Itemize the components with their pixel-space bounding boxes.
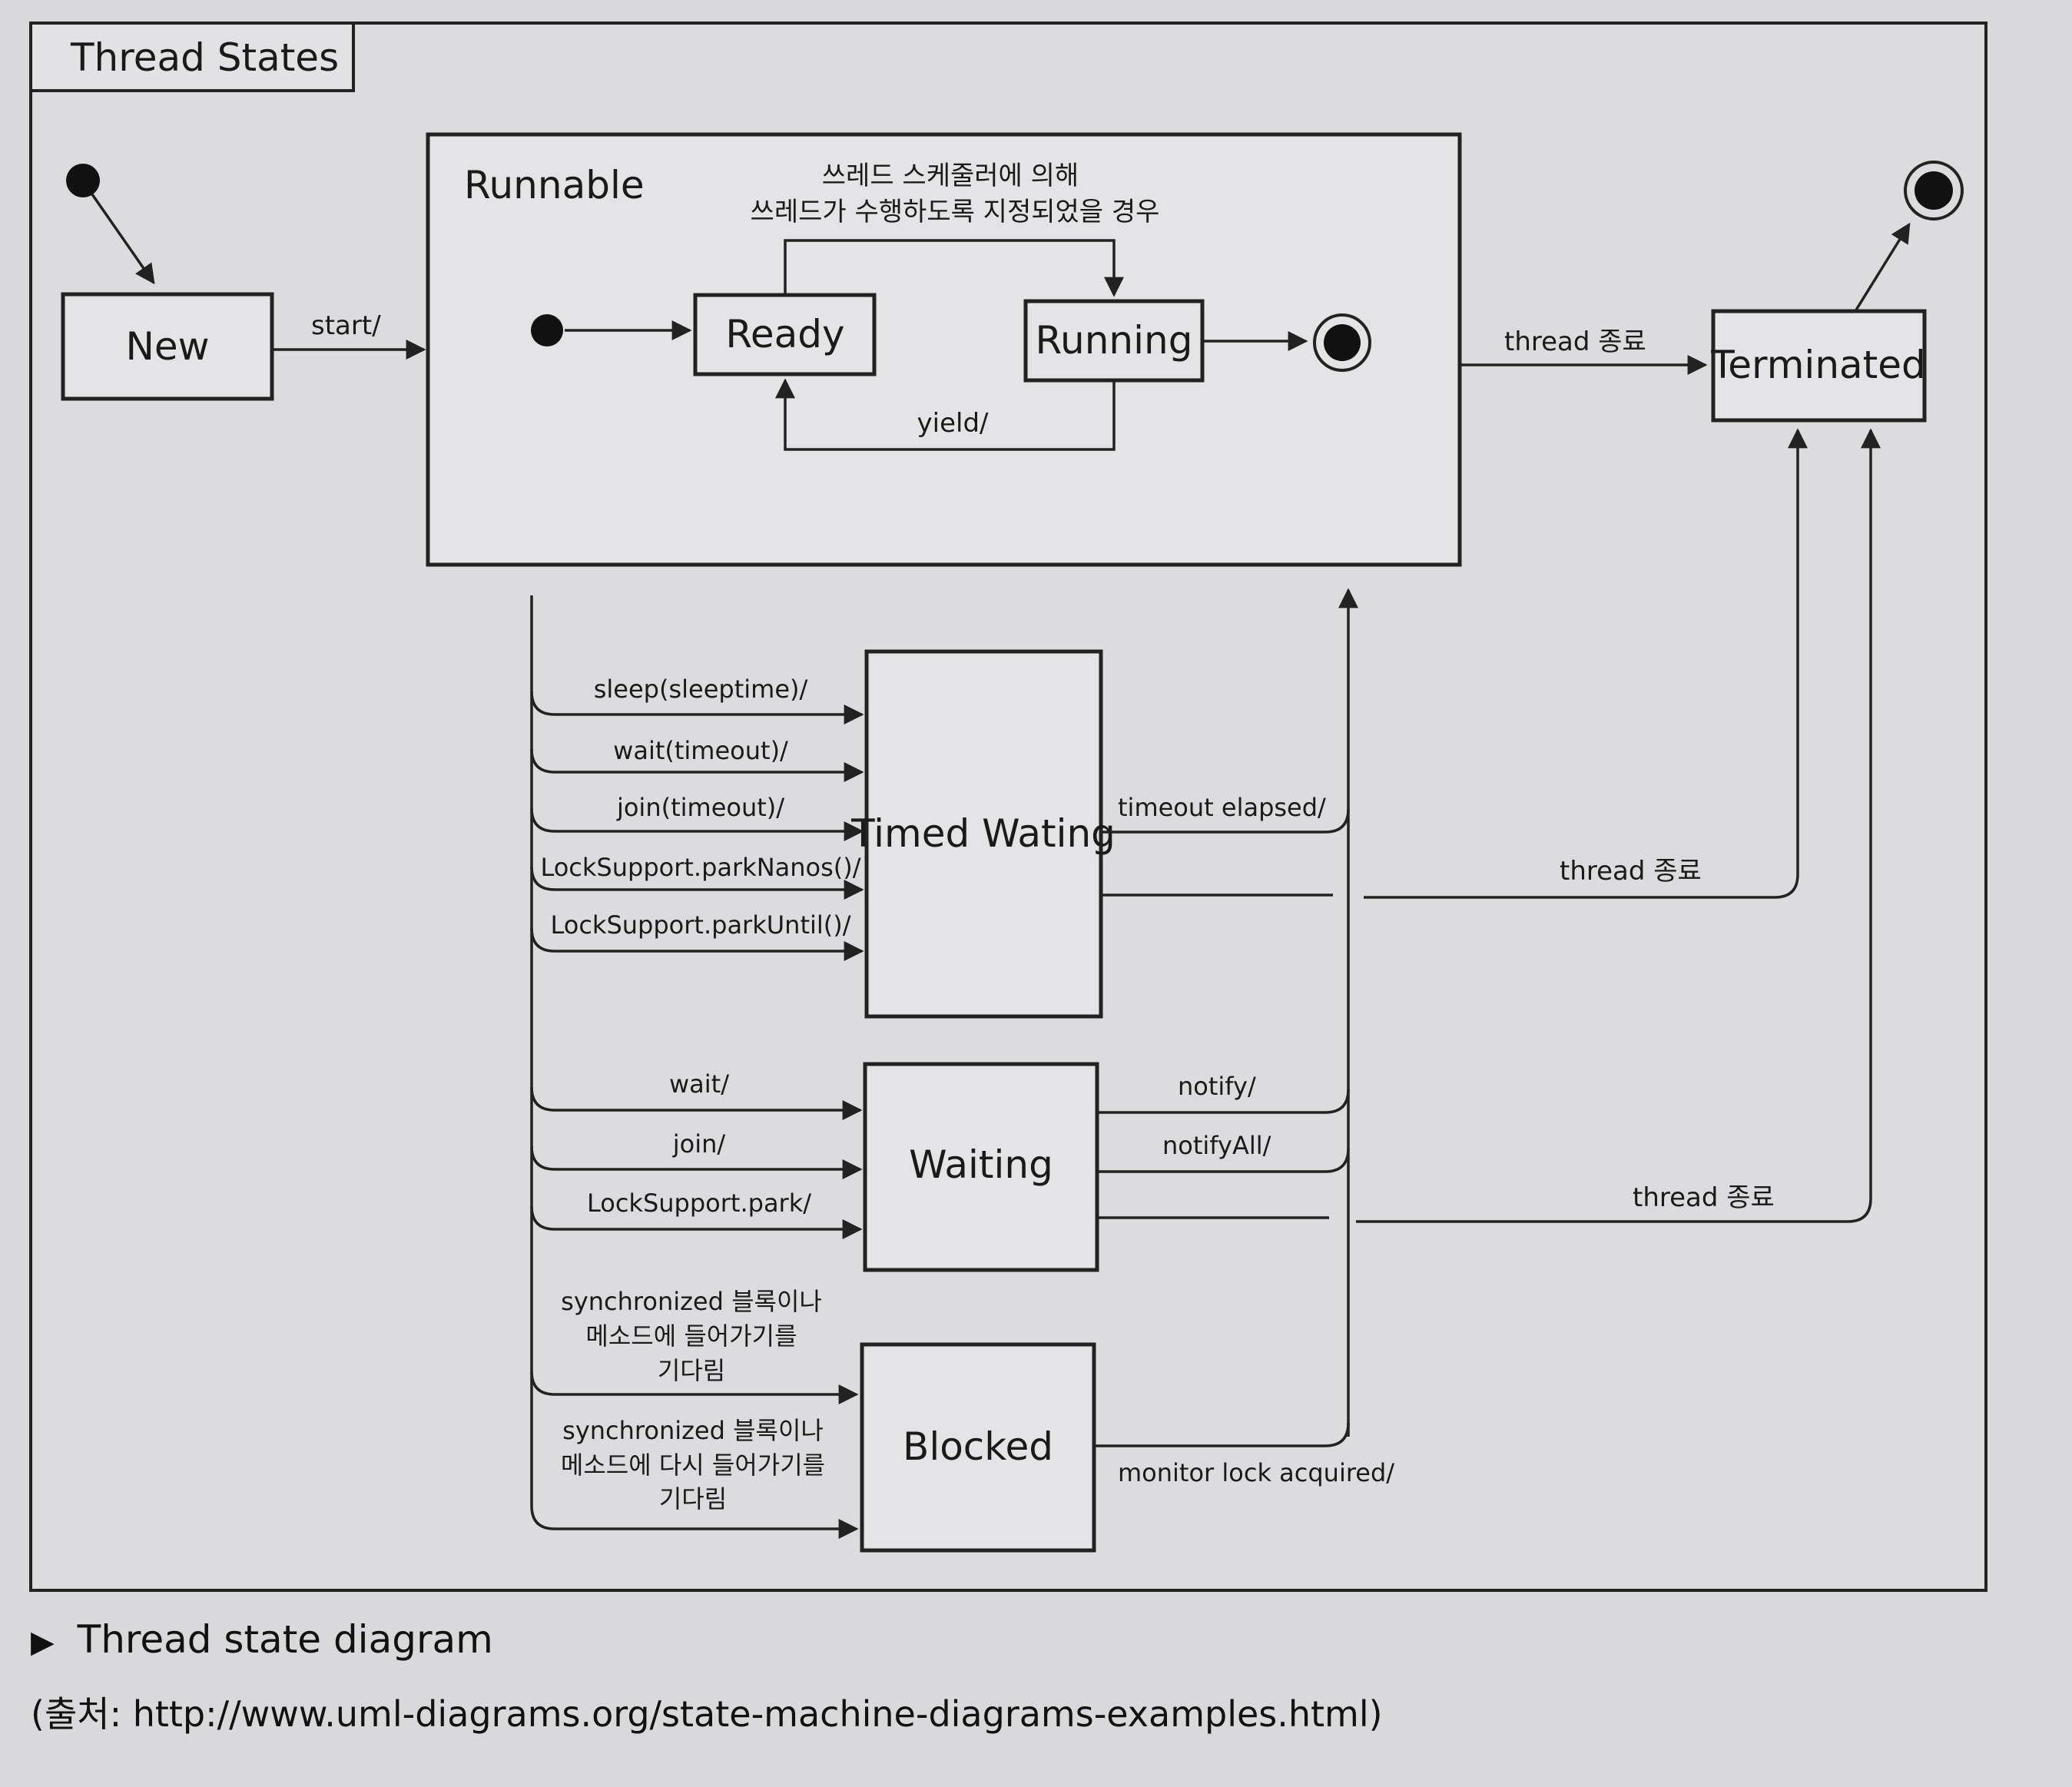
- scheduler-label-line2: 쓰레드가 수행하도록 지정되었을 경우: [751, 197, 1160, 227]
- wait-label: wait/: [669, 1069, 729, 1099]
- runnable-final-state-ring: [1313, 313, 1371, 372]
- wait-timeout-label: wait(timeout)/: [613, 736, 788, 765]
- notify-all-line: [1097, 1148, 1350, 1173]
- sync-enter-arrow: [530, 1371, 859, 1404]
- frame-title-tab: [29, 22, 355, 92]
- sync-enter-label-2: 메소드에 들어가기를: [585, 1321, 797, 1351]
- thread-end-waiting-label: thread 종료: [1633, 1182, 1775, 1213]
- sleep-label: sleep(sleeptime)/: [594, 675, 808, 704]
- state-running-label: Running: [1036, 318, 1193, 363]
- join-arrow: [530, 1145, 863, 1179]
- park-label: LockSupport.park/: [587, 1189, 811, 1218]
- timeout-elapsed-line: [1101, 808, 1350, 834]
- state-new: [61, 292, 274, 401]
- waiting-to-terminated-arrow: [1356, 428, 1881, 1223]
- transition-start-label: start/: [311, 310, 381, 341]
- caption-source: (출처: http://www.uml-diagrams.org/state-m…: [31, 1693, 1383, 1735]
- sync-reenter-label-3: 기다림: [659, 1484, 727, 1513]
- state-terminated: [1711, 309, 1927, 423]
- sleep-arrow: [530, 691, 864, 724]
- initial-to-new-arrow: [91, 194, 155, 285]
- thread-end-runnable-label: thread 종료: [1504, 327, 1646, 357]
- runnable-final-state-dot: [1324, 324, 1361, 361]
- terminated-to-final-arrow: [1854, 222, 1911, 312]
- running-to-ready-yield-arrow: [775, 378, 1116, 451]
- runnable-initial-pseudostate: [531, 314, 563, 346]
- notify-label: notify/: [1178, 1072, 1256, 1101]
- park-until-arrow: [530, 927, 864, 961]
- state-terminated-label: Terminated: [1710, 343, 1926, 387]
- state-new-label: New: [125, 324, 209, 369]
- wait-timeout-arrow: [530, 748, 864, 782]
- frame-title: Thread States: [70, 35, 339, 80]
- park-until-label: LockSupport.parkUntil()/: [550, 910, 850, 940]
- transition-yield-label: yield/: [917, 408, 990, 439]
- park-nanos-arrow: [530, 866, 864, 900]
- join-label: join/: [672, 1129, 726, 1159]
- state-waiting: [863, 1062, 1099, 1272]
- caption-title: Thread state diagram: [77, 1617, 493, 1662]
- sync-reenter-label-1: synchronized 블록이나: [562, 1416, 824, 1445]
- monitor-lock-label: monitor lock acquired/: [1118, 1458, 1394, 1487]
- scheduler-label-line1: 쓰레드 스케줄러에 의해: [822, 161, 1079, 191]
- state-timed-waiting-label: Timed Wating: [850, 811, 1116, 856]
- state-runnable: [426, 132, 1462, 567]
- final-state-ring: [1904, 161, 1964, 220]
- park-arrow: [530, 1205, 863, 1239]
- state-waiting-label: Waiting: [909, 1142, 1053, 1187]
- state-blocked: [860, 1342, 1096, 1553]
- state-blocked-label: Blocked: [903, 1424, 1053, 1469]
- state-timed-waiting: [864, 649, 1103, 1019]
- monitor-lock-line: [1094, 1422, 1350, 1447]
- initial-pseudostate: [66, 164, 100, 197]
- state-runnable-label: Runnable: [464, 163, 645, 207]
- sync-reenter-label-2: 메소드에 다시 들어가기를: [561, 1450, 825, 1480]
- sync-enter-label-1: synchronized 블록이나: [561, 1287, 822, 1316]
- final-state-dot: [1915, 171, 1953, 210]
- timeout-elapsed-label: timeout elapsed/: [1118, 793, 1326, 822]
- park-nanos-label: LockSupport.parkNanos()/: [540, 853, 860, 882]
- ready-to-running-arrow: [784, 239, 1124, 297]
- join-timeout-arrow: [530, 807, 864, 841]
- thread-end-timed-label: thread 종료: [1560, 856, 1702, 887]
- caption-triangle-icon: ▶: [31, 1624, 55, 1660]
- sync-enter-label-3: 기다림: [658, 1356, 725, 1385]
- wait-arrow: [530, 1086, 863, 1120]
- notify-line: [1097, 1089, 1350, 1114]
- timed-to-terminated-arrow: [1364, 428, 1808, 899]
- state-ready-label: Ready: [725, 312, 844, 356]
- join-timeout-label: join(timeout)/: [616, 793, 784, 822]
- notify-all-label: notifyAll/: [1162, 1131, 1271, 1160]
- caption-title-row: ▶ Thread state diagram: [31, 1617, 493, 1662]
- sync-reenter-arrow: [530, 1505, 859, 1539]
